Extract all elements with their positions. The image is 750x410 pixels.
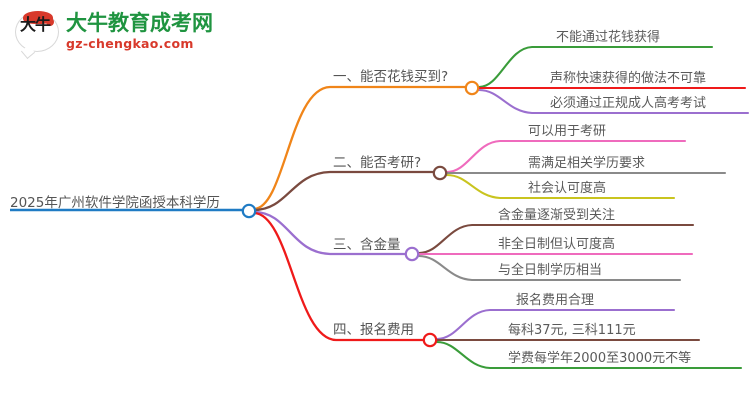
branch-label-3[interactable]: 三、含金量 — [333, 237, 401, 253]
logo-subtitle-url: gz-chengkao.com — [66, 36, 194, 52]
leaf-label-3-3[interactable]: 与全日制学历相当 — [498, 263, 603, 278]
branch-1-child-3-curve — [477, 88, 750, 115]
logo-mark-icon: 大牛 — [14, 10, 60, 54]
branch-1-node-circle[interactable] — [464, 80, 480, 96]
branch-2-node-circle[interactable] — [432, 165, 448, 181]
leaf-label-4-1[interactable]: 报名费用合理 — [516, 293, 595, 308]
leaf-label-3-1[interactable]: 含金量逐渐受到关注 — [498, 208, 616, 223]
root-node-circle[interactable] — [241, 203, 257, 219]
branch-2-child-1-curve — [445, 139, 687, 174]
branch-3-child-3-curve — [417, 254, 682, 282]
leaf-label-4-3[interactable]: 学费每学年2000至3000元不等 — [508, 351, 692, 366]
branch-label-2[interactable]: 二、能否考研? — [333, 155, 422, 171]
branch-3-child-1-curve — [417, 223, 695, 255]
logo-mark-label: 大牛 — [20, 15, 51, 34]
branch-3-node-circle[interactable] — [404, 246, 420, 262]
branch-2-child-3-curve — [445, 173, 676, 200]
leaf-label-2-3[interactable]: 社会认可度高 — [528, 181, 607, 196]
branch-4-child-1-curve — [435, 308, 676, 341]
branch-label-4[interactable]: 四、报名费用 — [333, 322, 414, 338]
logo-title: 大牛教育成考网 — [66, 11, 213, 36]
leaf-label-4-2[interactable]: 每科37元, 三科111元 — [508, 323, 636, 338]
branch-3-curve — [252, 210, 408, 256]
logo-text-block: 大牛教育成考网 gz-chengkao.com — [66, 13, 213, 51]
branch-4-node-circle[interactable] — [422, 332, 438, 348]
leaf-label-1-1[interactable]: 不能通过花钱获得 — [556, 30, 661, 45]
branch-label-1[interactable]: 一、能否花钱买到? — [333, 69, 449, 85]
branch-1-child-1-curve — [477, 45, 714, 89]
leaf-label-1-3[interactable]: 必须通过正规成人高考考试 — [550, 96, 707, 111]
branch-2-curve — [252, 170, 436, 212]
branch-1-curve — [252, 85, 468, 211]
leaf-label-1-2[interactable]: 声称快速获得的做法不可靠 — [550, 71, 707, 86]
site-logo[interactable]: 大牛 大牛教育成考网 gz-chengkao.com — [14, 8, 234, 56]
logo-dot-shape — [46, 18, 54, 26]
logo-swoosh-shape — [23, 11, 53, 24]
leaf-label-3-2[interactable]: 非全日制但认可度高 — [498, 237, 616, 252]
leaf-label-2-2[interactable]: 需满足相关学历要求 — [528, 156, 646, 171]
leaf-label-2-1[interactable]: 可以用于考研 — [528, 124, 607, 139]
branch-4-curve — [252, 211, 426, 342]
root-node-label[interactable]: 2025年广州软件学院函授本科学历 — [10, 195, 220, 211]
branch-4-child-3-curve — [435, 340, 743, 370]
